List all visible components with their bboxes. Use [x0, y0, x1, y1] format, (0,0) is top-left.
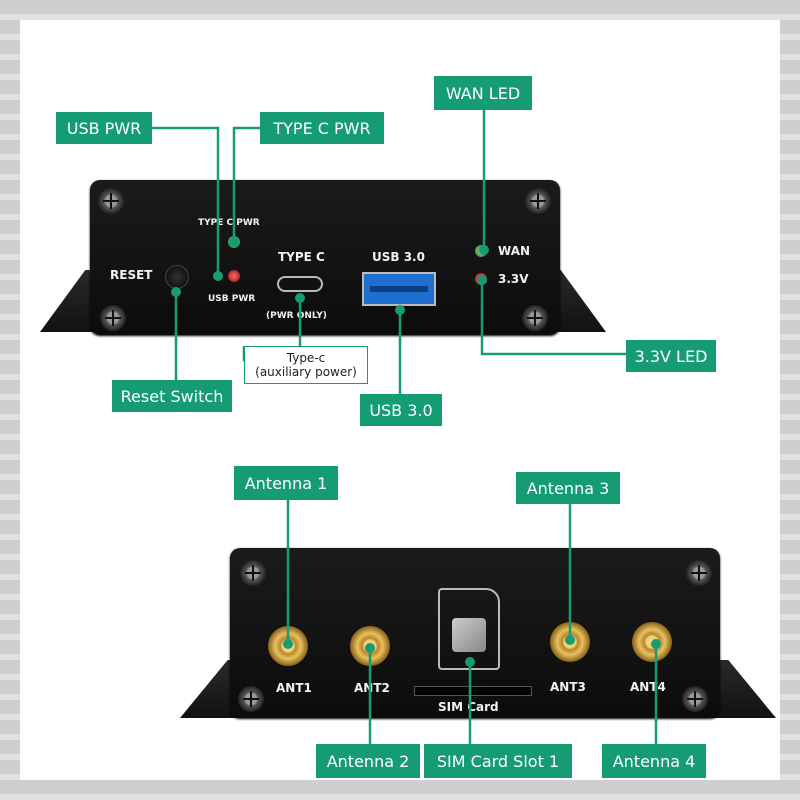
label-type-c-aux-line2: (auxiliary power)	[255, 365, 357, 379]
front-type-c-pwr-text: TYPE C PWR	[198, 218, 260, 228]
label-usb30: USB 3.0	[360, 394, 442, 426]
usb-pwr-led	[228, 270, 240, 282]
back-ant1-text: ANT1	[276, 681, 312, 695]
label-sim-card-slot: SIM Card Slot 1	[424, 744, 572, 778]
screw-icon	[522, 305, 548, 331]
screw-icon	[686, 560, 712, 586]
screw-icon	[525, 188, 551, 214]
label-reset-switch: Reset Switch	[112, 380, 232, 412]
front-wan-text: WAN	[498, 244, 531, 258]
label-antenna-3: Antenna 3	[516, 472, 620, 504]
back-ant3-text: ANT3	[550, 680, 586, 694]
label-antenna-2: Antenna 2	[316, 744, 420, 778]
front-pwr-only-text: (PWR ONLY)	[266, 311, 327, 321]
front-usb-pwr-text: USB PWR	[208, 294, 256, 304]
label-usb-pwr: USB PWR	[56, 112, 152, 144]
screw-icon	[682, 686, 708, 712]
label-type-c-pwr: TYPE C PWR	[260, 112, 384, 144]
label-antenna-4: Antenna 4	[602, 744, 706, 778]
front-usb30-text: USB 3.0	[372, 250, 425, 264]
screw-icon	[100, 305, 126, 331]
back-ant2-text: ANT2	[354, 681, 390, 695]
screw-icon	[238, 686, 264, 712]
front-type-c-text: TYPE C	[278, 250, 325, 264]
screw-icon	[98, 188, 124, 214]
usb30-port[interactable]	[362, 272, 436, 306]
front-reset-text: RESET	[110, 268, 153, 282]
type-c-port[interactable]	[277, 276, 323, 292]
back-sim-card-text: SIM Card	[438, 700, 499, 714]
label-wan-led: WAN LED	[434, 76, 532, 110]
label-antenna-1: Antenna 1	[234, 466, 338, 500]
label-type-c-aux: Type-c (auxiliary power)	[244, 346, 368, 384]
label-type-c-aux-line1: Type-c	[286, 351, 326, 365]
sim-card-slot[interactable]	[414, 686, 532, 696]
sim-chip-icon	[452, 618, 486, 652]
front-33v-text: 3.3V	[498, 272, 529, 286]
label-33v-led: 3.3V LED	[626, 340, 716, 372]
screw-icon	[240, 560, 266, 586]
